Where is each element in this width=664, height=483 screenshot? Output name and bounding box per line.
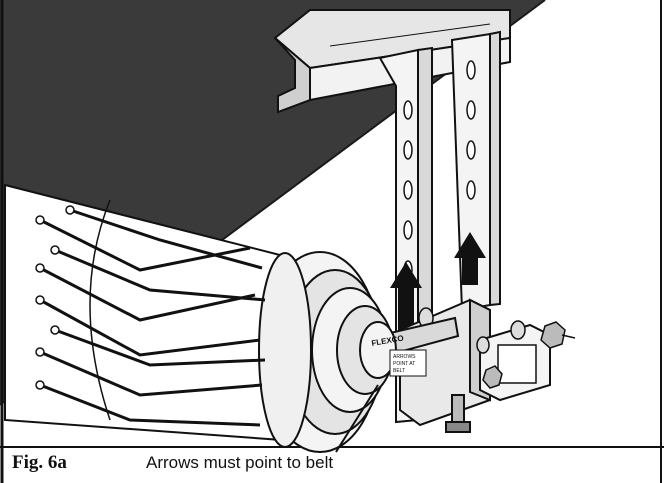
decal-line-1: ARROWS xyxy=(393,354,416,360)
decal-line-2: POINT AT xyxy=(393,361,415,367)
leader-line xyxy=(335,384,379,453)
cleaner-drum xyxy=(4,183,312,448)
mounting-bracket-right xyxy=(450,30,501,312)
direction-arrow-right xyxy=(454,232,486,285)
figure-label: Fig. 6a xyxy=(8,452,71,474)
decal-line-3: BELT xyxy=(393,368,405,374)
figure-caption: Arrows must point to belt xyxy=(146,453,334,472)
spiral-ribs xyxy=(39,208,266,427)
